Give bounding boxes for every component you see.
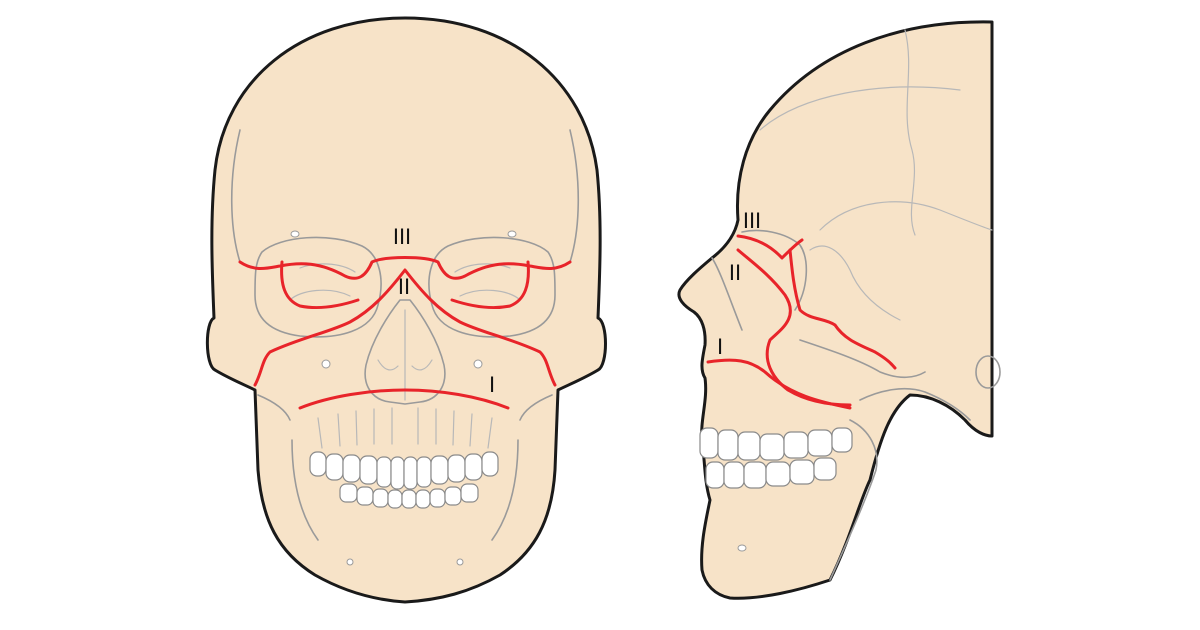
front-lower-teeth [339,483,479,509]
side-mandible-ramus [859,387,971,421]
front-foramen-supra-right [507,230,517,238]
front-fracture-line-2 [253,268,557,387]
front-fracture-line-1 [298,388,510,410]
front-fracture-orbit-left [280,260,360,310]
side-skull: III II I [677,20,1001,600]
front-mandible-line [291,439,519,541]
front-upper-teeth [309,451,499,490]
front-zygoma-left [257,394,291,421]
side-sphenoid-line [809,245,901,321]
front-skull: III II I [205,16,607,604]
front-orbit-left [254,236,382,338]
side-temporal-line [759,86,961,131]
side-fracture-line-1 [706,358,852,410]
side-label-level-3: III [743,208,761,233]
front-skull-outline [205,16,607,604]
side-mental-foramen [737,544,747,552]
front-orbit-right [428,236,556,338]
front-label-level-3: III [393,224,411,249]
front-zygoma-right [519,394,553,421]
front-mental-foramen-right [456,558,464,566]
side-skull-outline [677,20,994,600]
side-zygoma [799,339,926,379]
side-lower-teeth [705,457,837,489]
side-nasal-bone [711,257,743,331]
front-orbit-detail-left [289,263,356,301]
front-label-level-1: I [489,372,495,397]
front-tooth-roots [317,407,493,449]
front-mental-foramen-left [346,558,354,566]
side-coronal-suture [904,29,916,236]
side-label-level-1: I [717,334,723,359]
side-fracture-line-3 [736,234,804,260]
side-mandible [829,419,878,581]
front-orbit-detail-right [454,263,521,301]
front-fracture-orbit-right [450,260,530,310]
side-upper-teeth [699,427,853,461]
front-nasal-cavity [364,299,446,405]
front-fracture-line-3 [238,256,572,280]
front-foramen-supra-left [290,230,300,238]
front-foramen-infra-right [473,359,483,369]
front-temporal-line-left [230,129,241,263]
side-ear-canal [975,355,1001,389]
front-temporal-line-right [569,129,580,263]
side-fracture-line-2 [736,248,852,407]
side-fracture-zygoma [788,248,897,370]
front-foramen-infra-left [321,359,331,369]
side-label-level-2: II [729,260,741,285]
side-squamous-suture [819,201,993,231]
front-nasal-septum [377,309,433,401]
front-label-level-2: II [398,274,410,299]
side-orbit [741,229,808,311]
